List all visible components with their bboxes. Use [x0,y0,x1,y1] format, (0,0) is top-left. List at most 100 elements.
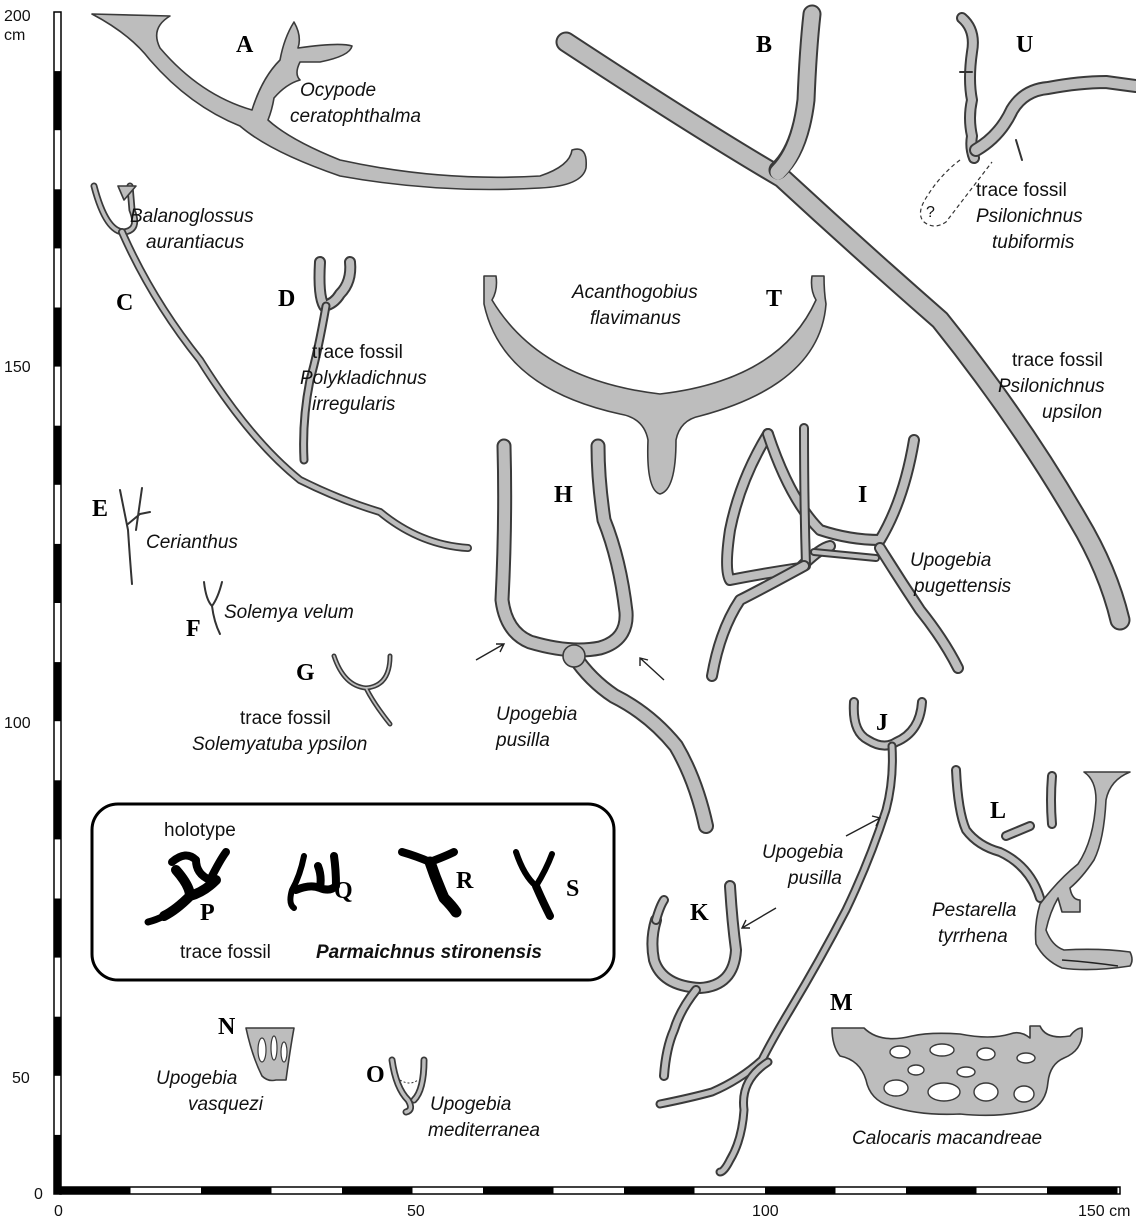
U-question-mark: ? [926,204,935,221]
burrow-O: O Upogebia mediterranea [366,1060,540,1141]
species-O-genus: Upogebia [430,1094,511,1115]
species-T-genus: Acanthogobius [571,282,698,303]
U-trace-fossil: trace fossil [976,180,1067,201]
burrow-N: N Upogebia vasquezi [156,1014,294,1115]
burrow-H: H Upogebia pusilla [476,446,706,826]
label-C: C [116,290,133,316]
label-U: U [1016,32,1033,58]
label-O: O [366,1062,385,1088]
y-axis-labels: 200 cm 150 100 50 0 [4,8,43,1203]
species-C-genus: Balanoglossus [130,206,254,227]
vbar-block [54,544,61,603]
holotype-label: holotype [164,820,236,841]
label-B: B [756,32,772,58]
species-T-epithet: flavimanus [590,308,681,329]
burrow-I: I Upogebia pugettensis [712,428,1012,676]
hbar-block [483,1187,554,1194]
x-axis-labels: 0 50 100 150 cm [54,1203,1130,1220]
vbar-block [54,71,61,130]
y-tick-150: 150 [4,359,31,376]
hbar-block [342,1187,413,1194]
burrow-M: M Calocaris macandreae [830,990,1082,1149]
label-J: J [876,710,888,736]
inset-caption-name: Parmaichnus stironensis [316,942,542,963]
species-A-genus: Ocypode [300,80,376,101]
label-F: F [186,616,201,642]
B-trace-fossil: trace fossil [1012,350,1103,371]
burrow-D: D trace fossil Polykladichnus irregulari… [278,262,427,460]
species-K-genus: Upogebia [762,842,843,863]
hbar-block [906,1187,977,1194]
hbar-block [60,1187,131,1194]
y-tick-0: 0 [34,1186,43,1203]
species-I-epithet: pugettensis [913,576,1012,597]
vertical-scale-bar [54,12,61,1194]
label-E: E [92,496,108,522]
label-D: D [278,286,295,312]
species-C-epithet: aurantiacus [146,232,245,253]
species-G: Solemyatuba ypsilon [192,734,367,755]
species-H-epithet: pusilla [495,730,550,751]
species-B-genus: Psilonichnus [998,376,1105,397]
species-N-genus: Upogebia [156,1068,237,1089]
label-I: I [858,482,867,508]
x-tick-150: 150 cm [1078,1203,1130,1220]
burrow-U: ? U trace fossil Psilonichnus tubiformis [920,18,1136,253]
y-tick-100: 100 [4,715,31,732]
label-T: T [766,286,782,312]
label-P: P [200,900,215,926]
vbar-block [54,189,61,248]
label-M: M [830,990,853,1016]
species-U-genus: Psilonichnus [976,206,1083,227]
species-K-epithet: pusilla [787,868,842,889]
burrow-G: G trace fossil Solemyatuba ypsilon [192,656,390,755]
species-B-epithet: upsilon [1042,402,1102,423]
species-M: Calocaris macandreae [852,1128,1042,1149]
D-trace-fossil: trace fossil [312,342,403,363]
burrow-L: L Pestarella tyrrhena [932,770,1132,970]
burrow-C: C Balanoglossus aurantiacus [94,186,468,548]
label-Q: Q [334,878,353,904]
species-U-epithet: tubiformis [992,232,1075,253]
burrow-F: F Solemya velum [186,582,354,642]
label-N: N [218,1014,236,1040]
burrow-E: E Cerianthus [92,488,238,584]
label-L: L [990,798,1006,824]
y-tick-unit: cm [4,27,25,44]
vbar-block [54,1017,61,1076]
label-A: A [236,32,254,58]
species-E: Cerianthus [146,532,238,553]
hbar-block [765,1187,836,1194]
y-tick-200: 200 [4,8,31,25]
y-tick-50: 50 [12,1070,30,1087]
hbar-block [624,1187,695,1194]
label-S: S [566,876,579,902]
species-D-genus: Polykladichnus [300,368,427,389]
vbar-block [54,308,61,367]
vbar-block [54,1135,61,1194]
label-K: K [690,900,709,926]
x-tick-0: 0 [54,1203,63,1220]
horizontal-scale-bar [60,1187,1120,1194]
vbar-block [54,899,61,958]
species-H-genus: Upogebia [496,704,577,725]
label-G: G [296,660,315,686]
species-D-epithet: irregularis [312,394,396,415]
species-L-epithet: tyrrhena [938,926,1008,947]
inset-caption-prefix: trace fossil [180,942,271,963]
species-N-epithet: vasquezi [188,1094,264,1115]
vbar-block [54,662,61,721]
label-H: H [554,482,573,508]
species-L-genus: Pestarella [932,900,1017,921]
x-tick-50: 50 [407,1203,425,1220]
burrow-A: A Ocypode ceratophthalma [92,14,586,190]
species-F: Solemya velum [224,602,354,623]
hbar-block [1047,1187,1118,1194]
vbar-block [54,426,61,485]
x-tick-100: 100 [752,1203,779,1220]
vbar-block [54,780,61,839]
species-I-genus: Upogebia [910,550,991,571]
hbar-block [201,1187,272,1194]
label-R: R [456,868,474,894]
